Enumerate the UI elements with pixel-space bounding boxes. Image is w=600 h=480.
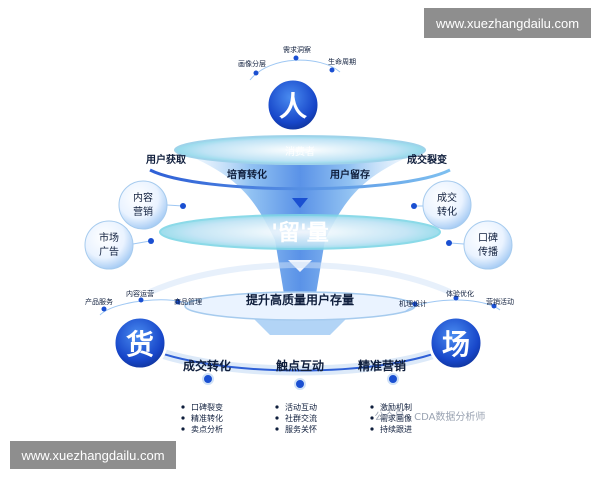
list-item: 活动互动 [285,402,317,412]
list-item: 激励机制 [380,402,412,412]
chang-char: 场 [442,328,470,361]
bottom-dot-2 [387,373,399,385]
funnel-stage-arc [149,168,451,191]
chang-node: 场 [428,315,484,371]
watermark-top: www.xuezhangdailu.com [424,8,591,38]
bubble-deal-conversion: 成交 转化 [422,180,472,230]
chang-tag-1: 体验优化 [446,289,474,298]
list-item: 持续跟进 [380,424,412,434]
bottom-list-1: 活动互动 社群交流 服务关怀 [275,402,317,434]
huo-char: 货 [126,328,154,361]
bubble-market-ads: 市场 广告 [84,220,134,270]
bubble-content-marketing: 内容 营销 [118,180,168,230]
funnel-stage-label-1: 培育转化 [227,168,267,181]
bubble-left-0-line1: 内容 [133,191,153,204]
chang-tag-2: 营销活动 [486,297,514,306]
funnel-stage-label-2: 用户留存 [329,168,370,181]
chang-tag-0: 机理设计 [399,299,427,308]
list-item: 精准转化 [191,413,223,423]
ren-node: 人 [265,77,321,133]
huo-tag-2: 商品管理 [174,297,202,306]
huo-node: 货 [112,315,168,371]
bottom-dot-1 [294,378,306,390]
bottom-stage-1: 触点互动 [276,358,324,373]
ren-tag-2: 生命周期 [328,57,356,66]
bubble-right-0-line1: 成交 [437,191,457,204]
bubble-right-1-line2: 传播 [478,245,498,258]
funnel-stage-label-3: 成交裂变 [407,153,447,166]
bubble-left-1-line2: 广告 [99,245,119,258]
bubble-right-1-line1: 口碑 [478,231,498,244]
bottom-dot-0 [202,373,214,385]
huo-tag-1: 内容运营 [126,289,154,298]
ren-char: 人 [279,90,307,123]
funnel-core-label: '留'量 [271,220,328,246]
huo-tag-0: 产品服务 [85,297,113,306]
funnel-mid-disc [159,214,441,250]
funnel-stage-label-0: 用户获取 [145,153,187,166]
bottom-stage-0: 成交转化 [183,358,231,373]
bubble-word-of-mouth: 口碑 传播 [463,220,513,270]
list-item: 社群交流 [285,413,317,423]
bubble-left-1-line1: 市场 [99,231,119,244]
funnel-top-disc [174,135,426,165]
funnel-core-tag: 提升高质量用户存量 [246,292,354,307]
credit-watermark: 公众号 · CDA数据分析师 [375,410,486,423]
list-item: 口碑裂变 [191,402,223,412]
ren-tag-0: 需求洞察 [283,45,311,54]
watermark-bottom: www.xuezhangdailu.com [10,441,176,469]
bottom-stage-2: 精准营销 [358,358,406,373]
bottom-list-2: 激励机制 需求画像 持续跟进 [370,402,412,434]
bubble-right-0-line2: 转化 [437,205,457,218]
funnel-top-label: 消费者 [285,145,315,158]
list-item: 卖点分析 [191,424,223,434]
arrow-down-icon [292,198,308,208]
list-item: 需求画像 [380,413,412,423]
bottom-list-0: 口碑裂变 精准转化 卖点分析 [181,402,223,434]
list-item: 服务关怀 [285,424,317,434]
ren-tag-1: 画像分层 [238,59,266,68]
bubble-left-0-line2: 营销 [133,205,153,218]
